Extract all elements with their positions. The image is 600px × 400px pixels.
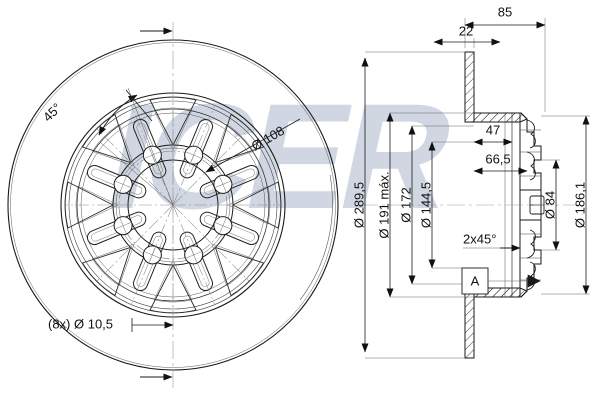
dimension-66-5: 66,5 — [473, 151, 528, 175]
bolt-hole — [213, 174, 233, 194]
front-view: 45° Ø 108 (8x) Ø 10,5 — [7, 22, 339, 388]
bolt-hole — [113, 174, 133, 194]
bolt-hole-annotation: (8x) Ø 10,5 — [48, 316, 174, 332]
dimension-186-1: Ø 186,1 — [541, 115, 590, 295]
datum-label: A — [471, 273, 480, 288]
bolt-hole — [113, 216, 133, 236]
dimension-144-5-label: Ø 144,5 — [418, 182, 433, 228]
dimension-144-5: Ø 144,5 — [418, 141, 474, 269]
disc-outer-edge-inner — [10, 42, 336, 368]
dimension-172-label: Ø 172 — [398, 187, 413, 222]
bolt-hole-group — [113, 145, 233, 265]
dimension-289-5: Ø 289,5 — [351, 51, 465, 359]
bolt-hole — [213, 216, 233, 236]
dimension-84-label: Ø 84 — [542, 191, 557, 219]
dimension-66-5-label: 66,5 — [485, 151, 510, 166]
dimension-186-1-label: Ø 186,1 — [572, 182, 587, 228]
chamfer-annotation: 2x45° — [463, 231, 521, 252]
datum-triangle-icon — [527, 274, 541, 288]
dimension-22-label: 22 — [459, 23, 473, 38]
dimension-191-max-label: Ø 191 máx. — [376, 171, 391, 238]
section-view: 85 22 47 66,5 Ø 289,5 Ø 191 máx. — [351, 4, 590, 359]
dimension-85-label: 85 — [498, 4, 512, 19]
dimension-47-label: 47 — [486, 122, 500, 137]
datum-box — [461, 267, 489, 295]
dimension-84: Ø 84 — [541, 159, 560, 251]
dimension-289-5-label: Ø 289,5 — [351, 182, 366, 228]
hub-ring-3 — [68, 100, 278, 310]
datum-feature-a: A — [461, 267, 541, 295]
chamfer-label: 2x45° — [463, 231, 496, 246]
hub-profile-top — [473, 112, 542, 191]
view-direction-arrows — [140, 27, 173, 381]
disc-friction-arc — [299, 174, 333, 301]
dimension-22: 22 — [433, 23, 501, 48]
dimension-47: 47 — [473, 122, 513, 146]
dimension-191-max: Ø 191 máx. — [376, 112, 474, 298]
dimension-172: Ø 172 — [398, 125, 474, 285]
bolt-hole-label: (8x) Ø 10,5 — [48, 316, 113, 331]
